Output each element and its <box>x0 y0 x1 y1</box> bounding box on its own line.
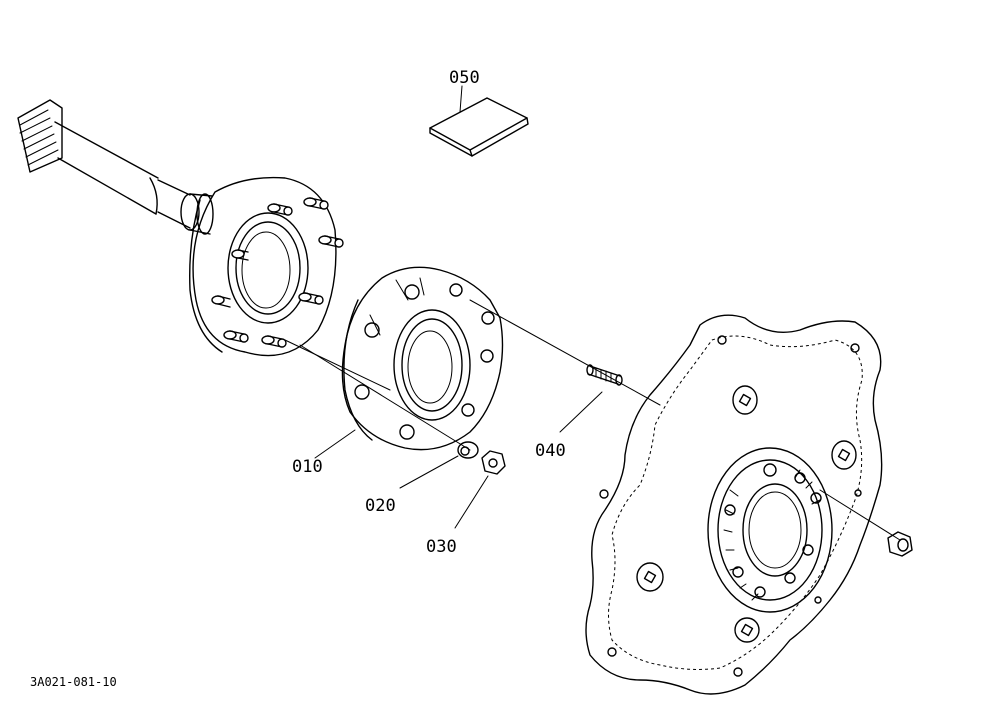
wheel-disc <box>585 314 883 695</box>
flange-studs <box>211 197 344 348</box>
axle-shaft <box>17 99 214 235</box>
label-010: 010 <box>292 457 323 477</box>
washer-part-020 <box>457 441 479 459</box>
label-040: 040 <box>535 441 566 461</box>
disc-square-holes <box>636 385 857 643</box>
hub-adapter-part-010 <box>341 266 504 451</box>
decal-sheet-part-050 <box>429 97 529 157</box>
wheel-nut <box>887 531 913 557</box>
label-leader-lines <box>314 85 603 529</box>
assembly-axis-lines <box>284 299 901 541</box>
label-050: 050 <box>449 68 480 88</box>
nut-part-030 <box>481 450 506 475</box>
label-020: 020 <box>365 496 396 516</box>
label-030: 030 <box>426 537 457 557</box>
axle-flange <box>189 176 344 357</box>
stud-part-040 <box>586 364 623 386</box>
figure-code: 3A021-081-10 <box>30 675 117 689</box>
